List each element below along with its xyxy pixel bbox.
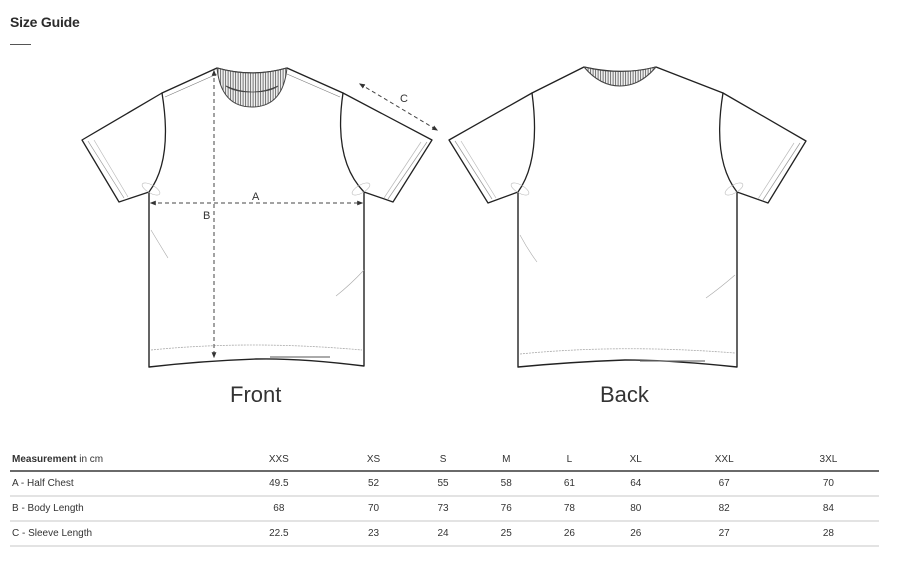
table-cell: 84: [777, 496, 879, 522]
marker-b: B: [203, 210, 210, 222]
marker-a: A: [252, 191, 260, 203]
measurement-header-label: Measurement: [12, 453, 77, 465]
table-header-row: Measurement in cm XXS XS S M L XL XXL 3X…: [10, 448, 879, 472]
size-table: Measurement in cm XXS XS S M L XL XXL 3X…: [10, 448, 879, 547]
table-cell: 27: [670, 521, 778, 547]
row-label: C - Sleeve Length: [10, 521, 222, 547]
table-cell: 23: [335, 521, 412, 547]
table-cell: 26: [537, 521, 602, 547]
row-label: B - Body Length: [10, 496, 222, 522]
table-cell: 52: [335, 471, 412, 497]
row-label: A - Half Chest: [10, 471, 222, 497]
measurement-header: Measurement in cm: [10, 448, 222, 472]
front-shirt: [81, 67, 433, 368]
size-header-3xl: 3XL: [777, 448, 879, 472]
table-cell: 26: [601, 521, 671, 547]
table-cell: 70: [335, 496, 412, 522]
table-cell: 25: [474, 521, 538, 547]
tshirt-diagram: A B C: [81, 66, 807, 368]
table-cell: 76: [474, 496, 538, 522]
table-cell: 68: [222, 496, 336, 522]
front-view-label: Front: [230, 382, 282, 407]
table-row: A - Half Chest 49.5 52 55 58 61 64 67 70: [10, 471, 879, 497]
table-cell: 64: [601, 471, 671, 497]
table-cell: 61: [537, 471, 602, 497]
table-cell: 73: [411, 496, 475, 522]
marker-c: C: [400, 93, 408, 105]
size-header-xxl: XXL: [670, 448, 778, 472]
table-cell: 28: [777, 521, 879, 547]
size-header-s: S: [411, 448, 475, 472]
page-title: Size Guide: [10, 14, 80, 30]
table-cell: 58: [474, 471, 538, 497]
table-cell: 82: [670, 496, 778, 522]
table-cell: 49.5: [222, 471, 336, 497]
size-header-xxs: XXS: [222, 448, 336, 472]
title-underline: [10, 44, 31, 45]
back-shirt: [448, 66, 807, 368]
measurement-unit: in cm: [76, 453, 104, 465]
table-cell: 55: [411, 471, 475, 497]
table-cell: 24: [411, 521, 475, 547]
table-cell: 80: [601, 496, 671, 522]
table-cell: 70: [777, 471, 879, 497]
size-header-l: L: [537, 448, 602, 472]
table-row: C - Sleeve Length 22.5 23 24 25 26 26 27…: [10, 521, 879, 547]
measurement-c-line: [358, 83, 439, 131]
table-cell: 67: [670, 471, 778, 497]
table-row: B - Body Length 68 70 73 76 78 80 82 84: [10, 496, 879, 522]
size-header-m: M: [474, 448, 538, 472]
back-view-label: Back: [600, 382, 649, 407]
table-cell: 22.5: [222, 521, 336, 547]
size-header-xl: XL: [601, 448, 671, 472]
size-header-xs: XS: [335, 448, 412, 472]
table-cell: 78: [537, 496, 602, 522]
